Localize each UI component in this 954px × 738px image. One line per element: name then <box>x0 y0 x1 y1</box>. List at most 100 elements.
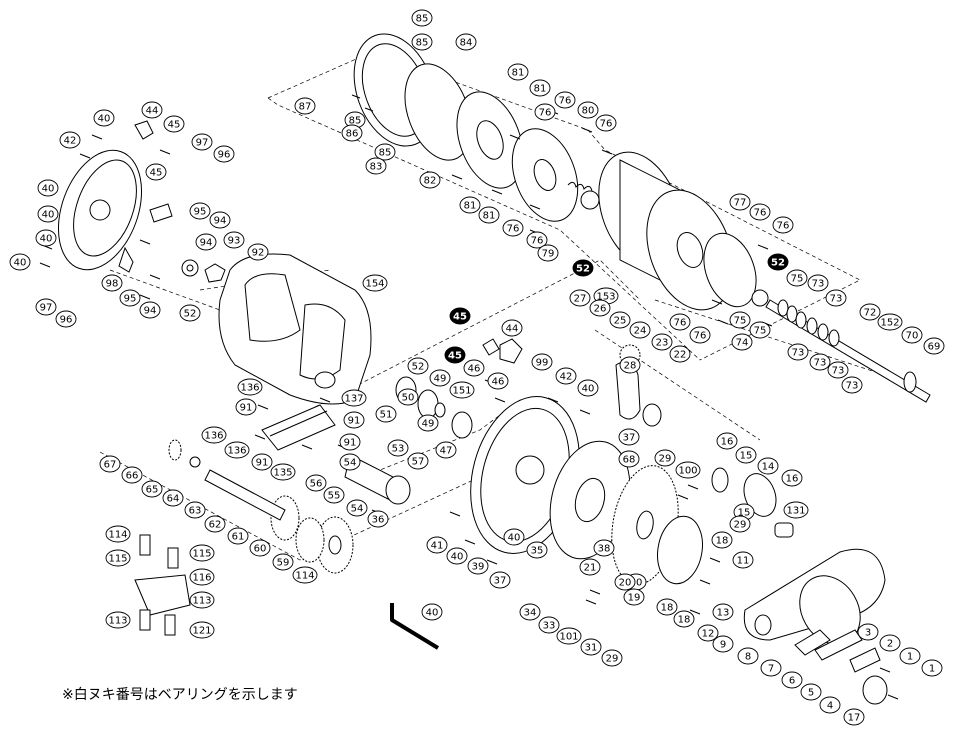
label-text: 41 <box>431 541 444 552</box>
label-text: 76 <box>531 236 544 247</box>
label-text: 16 <box>721 437 734 448</box>
label-text: 100 <box>678 466 697 477</box>
label-circle <box>223 231 245 249</box>
label-circle <box>305 474 327 492</box>
label-circle <box>375 405 397 423</box>
label-circle <box>449 307 471 325</box>
label-circle <box>595 114 617 132</box>
label-circle <box>556 627 582 645</box>
label-text: 115 <box>108 554 127 565</box>
part-label: 40 <box>446 547 468 565</box>
part-label: 136 <box>224 441 250 459</box>
label-circle <box>843 708 865 726</box>
label-text: 96 <box>218 150 231 161</box>
label-text: 131 <box>786 506 805 517</box>
label-text: 31 <box>585 643 598 654</box>
part-label: 47 <box>435 441 457 459</box>
label-circle <box>569 289 591 307</box>
label-circle <box>669 313 691 331</box>
label-text: 18 <box>661 603 674 614</box>
label-text: 20 <box>619 578 632 589</box>
label-text: 86 <box>346 129 359 140</box>
label-text: 64 <box>167 494 180 505</box>
handle <box>711 467 886 645</box>
part-label: 2 <box>879 634 901 652</box>
label-circle <box>374 143 396 161</box>
label-text: 94 <box>200 238 213 249</box>
part-label: 70 <box>901 326 923 344</box>
label-circle <box>444 346 466 364</box>
label-circle <box>419 171 441 189</box>
label-text: 92 <box>252 248 265 259</box>
part-label: 85 <box>374 143 396 161</box>
part-label: 91 <box>339 433 361 451</box>
label-circle <box>119 289 141 307</box>
part-label: 27 <box>569 289 591 307</box>
part-label: 40 <box>503 528 525 546</box>
label-text: 44 <box>506 324 519 335</box>
label-circle <box>735 446 757 464</box>
label-circle <box>841 376 863 394</box>
part-label: 94 <box>139 301 161 319</box>
part-label: 76 <box>689 326 711 344</box>
part-label: 99 <box>531 353 553 371</box>
bearing-part-label: 45 <box>449 307 471 325</box>
label-text: 76 <box>674 318 687 329</box>
label-text: 34 <box>524 608 537 619</box>
label-circle <box>407 452 429 470</box>
label-circle <box>618 450 640 468</box>
label-text: 87 <box>299 102 312 113</box>
label-circle <box>656 598 678 616</box>
part-label: 79 <box>537 244 559 262</box>
part-label: 73 <box>825 289 847 307</box>
label-circle <box>609 311 631 329</box>
label-circle <box>189 591 215 609</box>
label-text: 56 <box>310 479 323 490</box>
part-label: 23 <box>651 333 673 351</box>
label-circle <box>141 480 163 498</box>
label-text: 11 <box>737 556 750 567</box>
label-circle <box>426 536 448 554</box>
label-text: 52 <box>412 362 425 373</box>
label-text: 53 <box>392 444 405 455</box>
part-label: 4 <box>819 696 841 714</box>
part-label: 83 <box>365 157 387 175</box>
label-text: 76 <box>694 331 707 342</box>
label-text: 52 <box>576 264 590 275</box>
label-circle <box>809 353 831 371</box>
part-label: 97 <box>35 298 57 316</box>
label-text: 121 <box>192 626 211 637</box>
label-circle <box>449 381 475 399</box>
part-label: 59 <box>272 553 294 571</box>
label-circle <box>459 196 481 214</box>
label-text: 116 <box>192 573 211 584</box>
part-label: 5 <box>800 683 822 701</box>
label-circle <box>145 163 167 181</box>
part-label: 49 <box>417 414 439 432</box>
label-text: 154 <box>365 279 384 290</box>
label-circle <box>163 115 185 133</box>
bearing-part-label: 45 <box>444 346 466 364</box>
label-text: 152 <box>880 318 899 329</box>
label-text: 91 <box>240 403 253 414</box>
label-circle <box>397 388 419 406</box>
label-circle <box>407 357 429 375</box>
label-text: 73 <box>792 348 805 359</box>
label-circle <box>623 588 645 606</box>
label-circle <box>786 269 808 287</box>
label-text: 137 <box>344 394 363 405</box>
screws <box>39 94 899 700</box>
label-text: 153 <box>596 292 615 303</box>
label-text: 66 <box>126 471 139 482</box>
part-label: 82 <box>419 171 441 189</box>
part-label: 51 <box>375 405 397 423</box>
label-circle <box>411 9 433 27</box>
part-label: 76 <box>772 216 794 234</box>
label-text: 115 <box>192 549 211 560</box>
part-label: 114 <box>292 566 318 584</box>
label-circle <box>729 193 751 211</box>
part-label: 97 <box>191 133 213 151</box>
label-text: 76 <box>754 208 767 219</box>
thumb-bar-parts <box>134 534 191 636</box>
label-circle <box>819 696 841 714</box>
